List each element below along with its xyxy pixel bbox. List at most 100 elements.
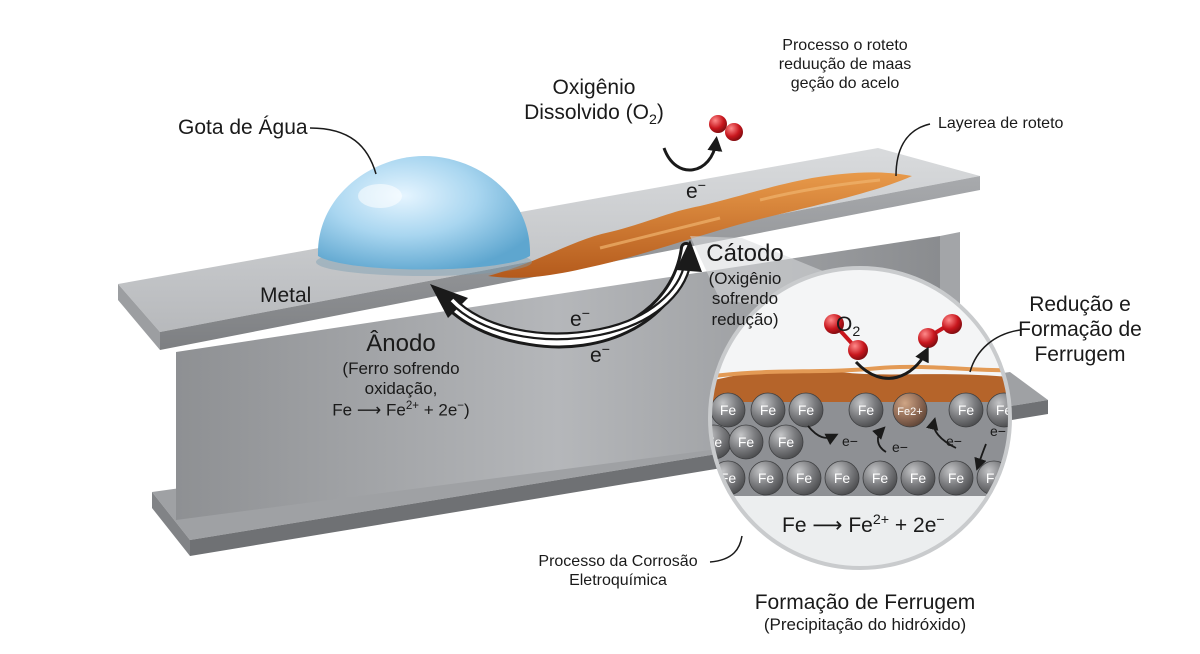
iron-atom-label: Fe xyxy=(910,470,927,486)
iron-atom xyxy=(948,392,984,428)
water-droplet xyxy=(316,156,532,276)
anode-eq-right: Fe xyxy=(385,400,406,420)
iron-atom xyxy=(986,392,1010,428)
oxygen-label-text: Dissolvido (O xyxy=(524,101,649,125)
rust-streak xyxy=(488,172,912,278)
electrochem-line2: Eletroquímica xyxy=(569,572,667,590)
zoom-o2-sub: 2 xyxy=(852,324,861,341)
process-label-line3: geção do acelo xyxy=(790,75,900,93)
electron-text: e xyxy=(590,344,602,367)
oxygen-label-line2: Dissolvido (O2) xyxy=(514,100,674,129)
rust-layer-label: Layerea de roteto xyxy=(938,115,1064,132)
oxygen-label-line1: Oxigênio xyxy=(552,76,636,99)
zoom-electron-arrows xyxy=(807,417,987,471)
zoom-eq-sup: 2+ xyxy=(872,512,890,528)
anode-eq-sup2: − xyxy=(457,399,465,412)
anode-eq-close: ) xyxy=(464,400,470,420)
reduction-line2: Formação de xyxy=(1018,318,1142,342)
iron-atom-label: Fe xyxy=(858,402,875,418)
water-drop-label: Gota de Água xyxy=(178,116,308,139)
electron-text: e xyxy=(570,308,582,331)
electron-arrowhead-left xyxy=(430,284,468,318)
oxygen-molecule-top xyxy=(709,115,743,141)
iron-atom xyxy=(786,460,822,496)
iron-atom-label: Fe xyxy=(798,402,815,418)
electron-text: e xyxy=(686,180,698,203)
anode-equation: Fe ⟶ Fe2+ + 2e−) xyxy=(316,400,486,421)
iron-ion-label: Fe2+ xyxy=(897,406,922,418)
zoom-electron-label: e− xyxy=(842,433,858,449)
zoom-eq-sup2: − xyxy=(936,512,945,528)
arrow-icon: ⟶ xyxy=(356,400,382,420)
zoom-equation: Fe ⟶ Fe2+ + 2e− xyxy=(782,512,945,538)
zoom-oxygen-arrow xyxy=(854,346,929,380)
anode-line1: (Ferro sofrendo xyxy=(342,358,460,378)
iron-atom xyxy=(848,392,884,428)
cathode-title: Cátodo xyxy=(706,240,784,267)
electron-sup: − xyxy=(601,342,611,358)
iron-atom xyxy=(824,460,860,496)
zoom-eq-tail: + 2e xyxy=(889,514,937,537)
arrow-icon: ⟶ xyxy=(812,514,843,537)
oxygen-molecule-zoom-left xyxy=(824,314,868,360)
electrochem-line1: Processo da Corrosão xyxy=(538,553,698,570)
electron-label-top: e− xyxy=(686,178,706,204)
iron-atom-label: Fe xyxy=(872,470,889,486)
iron-atom-label: Fe xyxy=(796,470,813,486)
reduction-label: Redução e Formação de Ferrugem xyxy=(1000,292,1160,368)
iron-atom-label: Fe xyxy=(738,434,755,450)
anode-eq-sup: 2+ xyxy=(405,399,419,412)
iron-atom xyxy=(748,460,784,496)
iron-ion xyxy=(892,392,928,428)
leader-lines xyxy=(309,123,1021,563)
oxygen-label-sub: 2 xyxy=(648,112,657,129)
anode-line2: oxidação, xyxy=(364,379,438,399)
iron-atom xyxy=(788,392,824,428)
zoom-eq-left: Fe xyxy=(782,514,807,537)
cathode-line3: redução) xyxy=(711,309,779,329)
rust-formation-line1: Formação de Ferrugem xyxy=(754,591,976,614)
process-label: Processo o roteto reduução de maas geção… xyxy=(760,36,930,94)
electron-label-middle: e− xyxy=(570,306,590,332)
iron-atom-label: Fe xyxy=(760,402,777,418)
reduction-line1: Redução e xyxy=(1029,293,1131,316)
electrochem-label: Processo da Corrosão Eletroquímica xyxy=(528,552,708,590)
electron-sup: − xyxy=(581,306,591,322)
zoom-electron-label: e− xyxy=(990,423,1006,439)
electron-label-bottom: e− xyxy=(590,342,610,368)
process-label-line2: reduução de maas xyxy=(778,56,912,74)
electron-arrowhead-right xyxy=(676,240,702,272)
anode-label: Ânodo (Ferro sofrendo oxidação, Fe ⟶ Fe2… xyxy=(316,330,486,421)
iron-atom xyxy=(768,424,804,460)
oxygen-molecule-zoom-right xyxy=(918,314,962,348)
cathode-label: Cátodo (Oxigênio sofrendo redução) xyxy=(690,240,800,330)
zoom-electron-label: e− xyxy=(892,439,908,455)
iron-atom-label: Fe xyxy=(778,434,795,450)
iron-atom-label: Fe xyxy=(758,470,775,486)
anode-eq-left: Fe xyxy=(332,400,353,420)
metal-label: Metal xyxy=(260,284,312,307)
rust-formation-line2: (Precipitação do hidróxido) xyxy=(763,615,967,635)
iron-atom xyxy=(938,460,974,496)
oxygen-label-close: ) xyxy=(656,101,664,125)
zoom-o2-label: O2 xyxy=(836,312,860,341)
iron-atom xyxy=(862,460,898,496)
iron-atom xyxy=(750,392,786,428)
anode-title: Ânodo xyxy=(366,330,436,357)
reduction-line3: Ferrugem xyxy=(1034,343,1126,367)
cathode-line1: (Oxigênio xyxy=(708,268,782,288)
zoom-eq-right: Fe xyxy=(848,514,873,537)
oxygen-arrow xyxy=(662,136,723,172)
process-label-line1: Processo o roteto xyxy=(782,37,908,54)
iron-atom xyxy=(728,424,764,460)
iron-atom-label: Fe xyxy=(996,402,1013,418)
iron-atom-label: Fe xyxy=(720,402,737,418)
iron-atom-label: Fe xyxy=(834,470,851,486)
oxygen-label: Oxigênio Dissolvido (O2) xyxy=(514,75,674,130)
electron-sup: − xyxy=(697,178,707,194)
iron-atom-label: Fe xyxy=(958,402,975,418)
cathode-line2: sofrendo xyxy=(711,289,779,309)
rust-formation-label: Formação de Ferrugem (Precipitação do hi… xyxy=(720,590,1010,636)
iron-atom-label: Fe xyxy=(948,470,965,486)
